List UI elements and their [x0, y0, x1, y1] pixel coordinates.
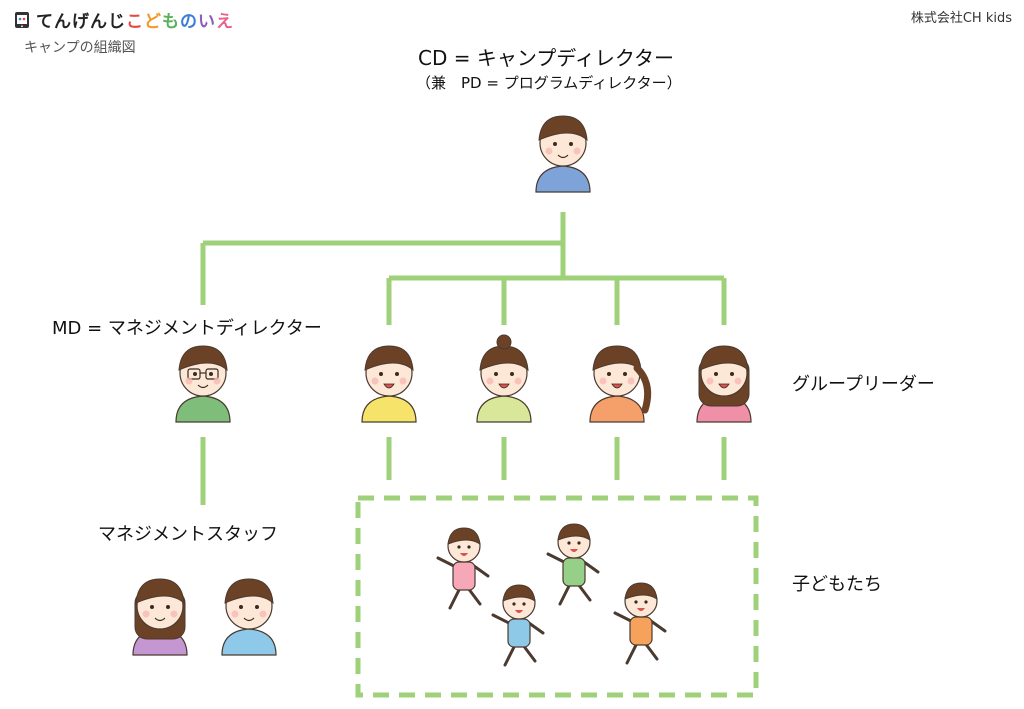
children-group-box: [355, 495, 759, 698]
running-child-icon: [436, 527, 490, 610]
person-avatar-icon: [696, 345, 752, 423]
group-leader-label: グループリーダー: [792, 374, 935, 395]
logo-char: て: [36, 12, 54, 32]
running-child-icon: [546, 523, 600, 606]
logo-char: こ: [126, 12, 144, 32]
logo-char: の: [180, 12, 198, 32]
person-avatar-icon: [476, 334, 532, 423]
cd-subtitle: （兼 PD = プログラムディレクター）: [416, 74, 682, 92]
logo-char: じ: [108, 12, 126, 32]
logo-char: げ: [72, 12, 90, 32]
md-title: MD = マネジメントディレクター: [52, 318, 322, 339]
header-logo: てんげんじこどものいえ: [14, 7, 234, 32]
logo-char: ん: [54, 12, 72, 32]
page-subtitle: キャンプの組織図: [24, 40, 136, 56]
company-name: 株式会社CH kids: [910, 11, 1012, 26]
logo-char: ん: [90, 12, 108, 32]
cd-title: CD = キャンプディレクター: [418, 46, 675, 70]
person-avatar-icon: [221, 578, 277, 656]
person-avatar-icon: [589, 345, 652, 423]
person-avatar-icon: [535, 115, 591, 193]
logo-char: ど: [144, 12, 162, 32]
running-children: [436, 523, 667, 667]
logo-tablet-icon: [15, 11, 29, 28]
person-avatar-icon: [175, 345, 231, 423]
logo-char: も: [162, 12, 180, 32]
avatars: [132, 115, 752, 656]
running-child-icon: [491, 584, 545, 667]
logo-char: え: [216, 12, 234, 32]
running-child-icon: [613, 582, 667, 665]
person-avatar-icon: [132, 578, 188, 656]
connector-lines: [200, 212, 727, 505]
children-label: 子どもたち: [792, 574, 882, 595]
person-avatar-icon: [361, 345, 417, 423]
management-staff-label: マネジメントスタッフ: [98, 524, 278, 545]
logo-text: てんげんじこどものいえ: [36, 7, 234, 32]
logo-char: い: [198, 12, 216, 32]
